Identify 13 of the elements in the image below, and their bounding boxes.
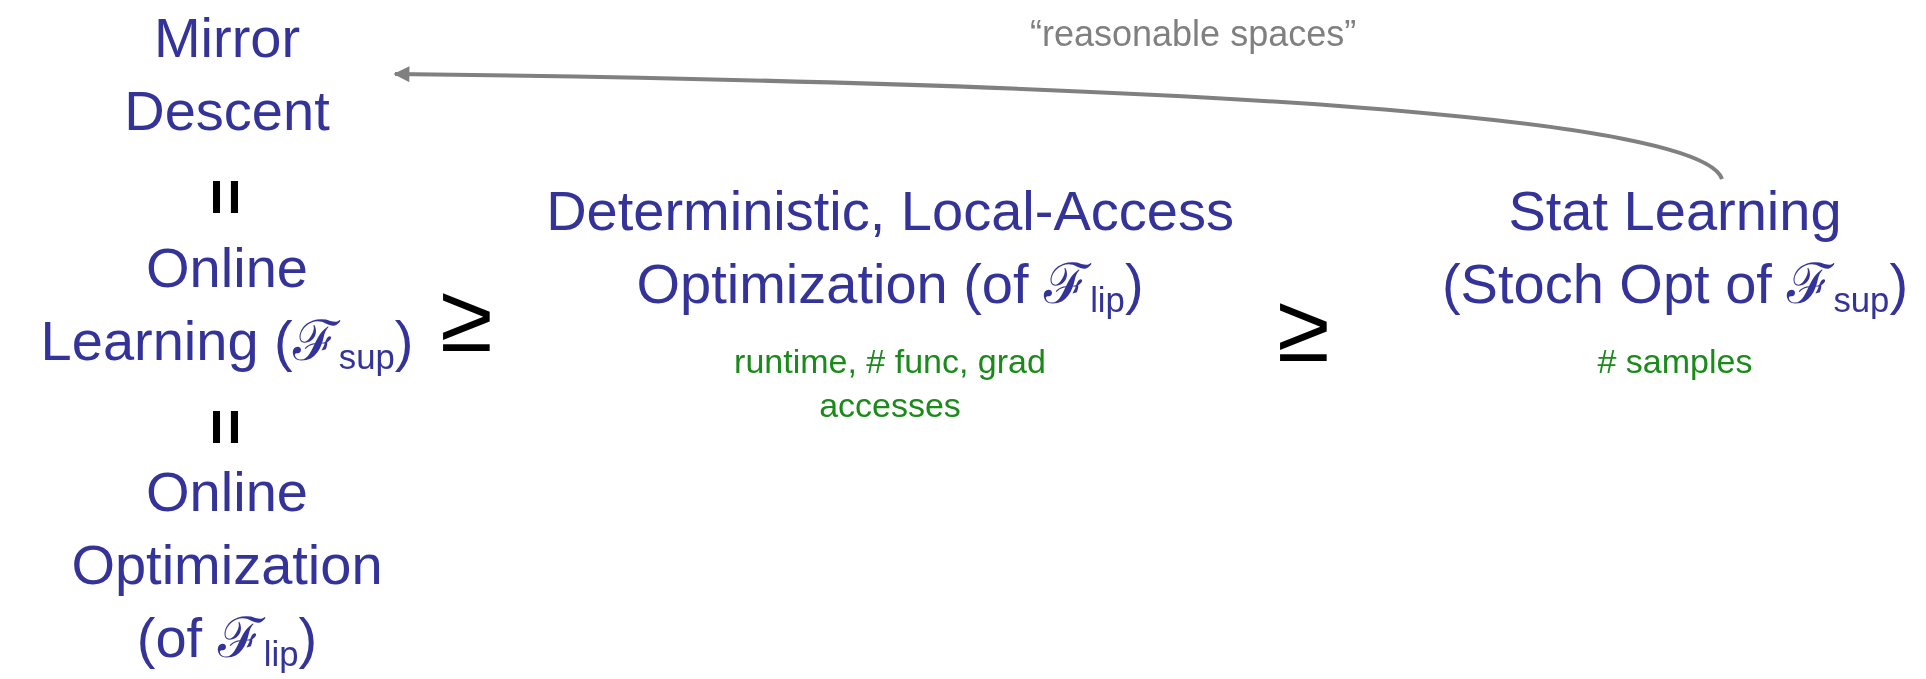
measure-note: runtime, # func, grad accesses xyxy=(733,340,1047,426)
measure-note: # samples xyxy=(1596,340,1754,382)
concept-text: Online Optimization (of ℱ$_{lip}$) xyxy=(70,459,384,675)
edge-label: “reasonable spaces” xyxy=(1030,16,1357,52)
equals-sign: = xyxy=(193,408,258,446)
greater-equal-sign: ≥ xyxy=(440,270,493,366)
greater-equal-sign: ≥ xyxy=(1277,280,1330,376)
concept-text: Mirror Descent xyxy=(123,5,331,144)
curved-arrow xyxy=(393,66,1724,181)
concept-text: Stat Learning (Stoch Opt of ℱ$_{sup}$) xyxy=(1440,178,1910,321)
equals-sign: = xyxy=(193,178,258,216)
concept-text: Online Learning (ℱ$_{sup}$) xyxy=(39,235,415,378)
concept-text: Deterministic, Local-Access Optimization (of ℱ$_{lip}$) xyxy=(545,178,1235,321)
